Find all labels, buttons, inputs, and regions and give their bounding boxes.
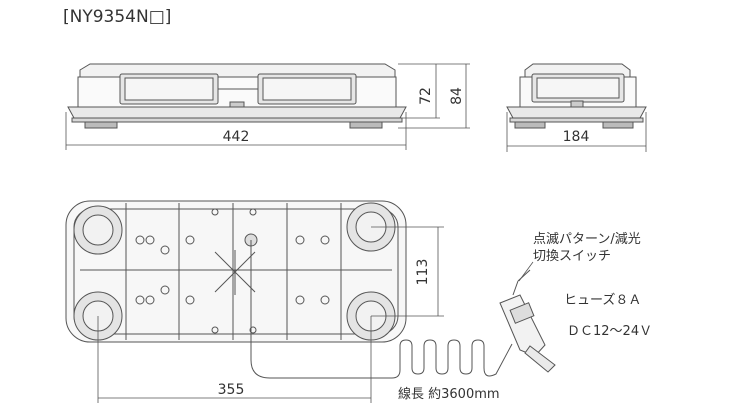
base-width-dimension	[97, 316, 372, 403]
voltage-label: ＤＣ12～24Ｖ	[567, 324, 652, 339]
side-view	[506, 63, 647, 129]
bottom-view	[65, 200, 407, 343]
side-width-dimension	[506, 112, 647, 152]
base-height-dimension	[371, 226, 444, 317]
total-height-label: 84	[449, 87, 465, 105]
side-width-label: 184	[563, 129, 590, 145]
switch-label-line2: 切換スイッチ	[533, 249, 611, 264]
switch-label-line1: 点滅パターン/減光	[533, 231, 641, 247]
front-width-label: 442	[223, 129, 250, 145]
height-dimension	[398, 63, 470, 129]
switch-leader-line	[518, 261, 534, 282]
power-cable	[250, 240, 556, 379]
base-width-label: 355	[218, 382, 245, 398]
base-height-label: 113	[415, 259, 431, 286]
front-view	[67, 63, 407, 129]
fuse-label: ヒューズ８Ａ	[564, 292, 641, 308]
model-title: [NY9354N□]	[63, 7, 171, 27]
body-height-label: 72	[418, 87, 434, 105]
cable-length-label: 線長 約3600mm	[398, 386, 500, 402]
